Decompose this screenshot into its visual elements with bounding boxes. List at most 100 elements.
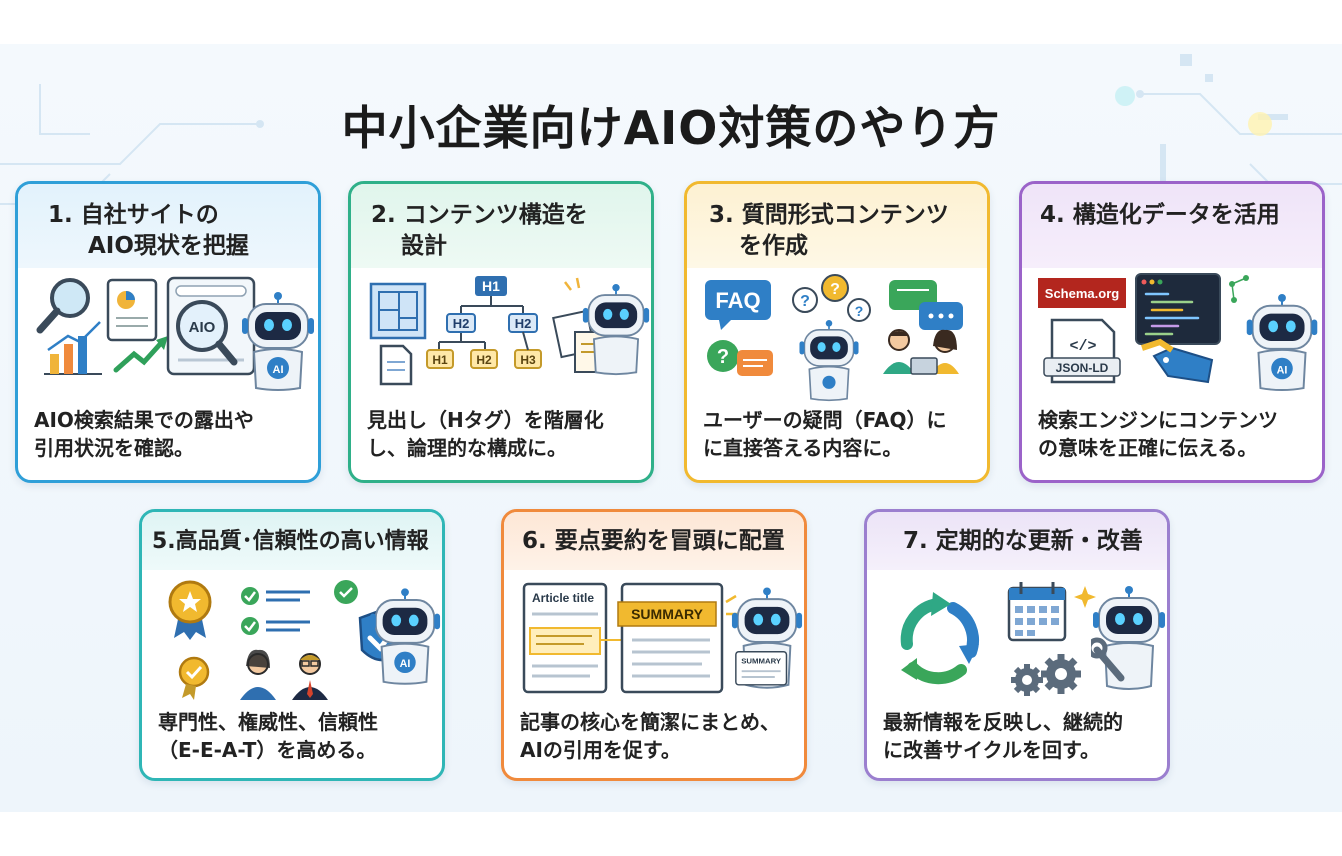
chat-bubbles-icon: [889, 280, 963, 330]
robot-icon: [799, 320, 859, 402]
card-header: 3. 質問形式コンテンツ を作成: [687, 184, 987, 268]
card-title-line: を作成: [739, 233, 808, 259]
small-badge-icon: [178, 656, 210, 700]
desc-line: に直接答える内容に。: [703, 436, 903, 460]
svg-text:AI: AI: [273, 364, 284, 376]
report-doc-icon: [106, 278, 158, 342]
card-title-line: 7. 定期的な更新・改善: [903, 528, 1143, 554]
schema-logo-icon: Schema.org: [1038, 278, 1126, 308]
svg-text:AI: AI: [400, 658, 411, 670]
card-description: AIO検索結果での露出や 引用状況を確認。: [34, 406, 308, 462]
svg-text:?: ?: [855, 303, 864, 319]
step-card-7: 7. 定期的な更新・改善: [864, 509, 1170, 781]
desc-line: （E-E-A-T）を高める。: [158, 738, 377, 762]
card-title-line: 6. 要点要約を冒頭に配置: [522, 528, 785, 554]
card-title-line: 2. コンテンツ構造を: [371, 202, 588, 228]
card-header: 5.高品質･信頼性の高い情報: [142, 512, 442, 570]
svg-text:SUMMARY: SUMMARY: [741, 656, 782, 665]
svg-text:?: ?: [830, 281, 840, 298]
svg-text:Article title: Article title: [532, 591, 594, 605]
desc-line: し、論理的な構成に。: [367, 436, 567, 460]
desc-line: 見出し（Hタグ）を階層化: [367, 408, 604, 432]
desc-line: の意味を正確に伝える。: [1038, 436, 1258, 460]
sparkle-icon: [1074, 586, 1096, 608]
card-title-line: 4. 構造化データを活用: [1040, 202, 1280, 228]
svg-text:?: ?: [800, 293, 810, 310]
step-card-4: 4. 構造化データを活用 Schema.org </> JSON-LD: [1019, 181, 1325, 483]
card-header: 1. 自社サイトの AIO現状を把握: [18, 184, 318, 268]
desc-line: ユーザーの疑問（FAQ）に: [703, 408, 947, 432]
step-card-1: 1. 自社サイトの AIO現状を把握 AIO: [15, 181, 321, 483]
summary-illustration: Article title SUMMARY: [522, 582, 738, 694]
page-title: 中小企業向けAIO対策のやり方: [341, 101, 1001, 155]
calendar-icon: [1007, 582, 1067, 642]
step-card-5: 5.高品質･信頼性の高い情報: [139, 509, 445, 781]
faq-bubble-icon: FAQ: [705, 280, 771, 330]
robot-icon: [582, 284, 650, 376]
card-description: 見出し（Hタグ）を階層化 し、論理的な構成に。: [367, 406, 641, 462]
robot-icon: AI: [242, 292, 314, 391]
robot-icon: AI: [369, 588, 441, 685]
svg-text:JSON-LD: JSON-LD: [1056, 361, 1109, 375]
svg-text:?: ?: [717, 346, 729, 368]
code-editor-icon: [1135, 273, 1221, 345]
card-description: 記事の核心を簡潔にまとめ、 AIの引用を促す。: [520, 708, 794, 764]
robot-icon: AI: [1246, 294, 1318, 392]
card-header: 7. 定期的な更新・改善: [867, 512, 1167, 570]
step-card-2: 2. コンテンツ構造を 設計 H1 H2 H2 H1 H2 H3: [348, 181, 654, 483]
step-card-6: 6. 要点要約を冒頭に配置 Article title SUMMARY: [501, 509, 807, 781]
desc-line: 専門性、権威性、信頼性: [158, 710, 378, 734]
step-card-3: 3. 質問形式コンテンツ を作成 FAQ ? ? ? ?: [684, 181, 990, 483]
svg-text:H1: H1: [432, 353, 448, 367]
award-badge-icon: [168, 580, 212, 640]
desc-line: AIの引用を促す。: [520, 738, 681, 762]
heading-structure-illustration: H1 H2 H2 H1 H2 H3: [369, 276, 610, 386]
check-seal-icon: [334, 580, 358, 604]
svg-text:SUMMARY: SUMMARY: [631, 606, 703, 622]
experts-icon: [240, 649, 328, 700]
card-title-line: 設計: [401, 233, 447, 259]
card-title-line: AIO現状を把握: [88, 233, 249, 259]
card-title-line: 3. 質問形式コンテンツ: [709, 202, 949, 228]
svg-text:H1: H1: [482, 278, 500, 294]
gears-icon: [1011, 654, 1081, 696]
svg-text:H3: H3: [520, 353, 536, 367]
aio-magnifier-icon: AIO: [176, 300, 238, 366]
svg-text:</>: </>: [1069, 338, 1096, 355]
card-header: 6. 要点要約を冒頭に配置: [504, 512, 804, 570]
robot-icon: SUMMARY: [731, 587, 803, 689]
card-title-line: 1. 自社サイトの: [48, 202, 219, 228]
update-cycle-illustration: [900, 582, 1096, 696]
document-icon: [379, 344, 413, 386]
magnifier-icon: [36, 278, 90, 334]
structured-data-illustration: Schema.org </> JSON-LD: [1038, 273, 1249, 384]
wrench-icon: [1091, 637, 1125, 682]
card-description: 専門性、権威性、信頼性 （E-E-A-T）を高める。: [158, 708, 432, 764]
svg-text:Schema.org: Schema.org: [1045, 286, 1119, 301]
card-description: 最新情報を反映し、継続的 に改善サイクルを回す。: [883, 708, 1157, 764]
bar-chart-icon: [44, 321, 102, 375]
trend-arrow-icon: [113, 339, 165, 373]
audit-illustration: AIO: [36, 276, 256, 376]
robot-icon: [1091, 586, 1165, 690]
desc-line: に改善サイクルを回す。: [883, 738, 1100, 762]
card-description: ユーザーの疑問（FAQ）に に直接答える内容に。: [703, 406, 977, 462]
card-header: 2. コンテンツ構造を 設計: [351, 184, 651, 268]
svg-text:AI: AI: [1277, 364, 1288, 376]
card-header: 4. 構造化データを活用: [1022, 184, 1322, 268]
svg-text:H2: H2: [515, 316, 532, 331]
card-description: 検索エンジンにコンテンツ の意味を正確に伝える。: [1038, 406, 1312, 462]
svg-text:H2: H2: [453, 316, 470, 331]
desc-line: 引用状況を確認。: [34, 436, 194, 460]
faq-illustration: FAQ ? ? ? ?: [705, 274, 963, 376]
json-file-icon: </> JSON-LD: [1043, 318, 1121, 384]
svg-text:FAQ: FAQ: [715, 288, 760, 313]
network-nodes-icon: [1229, 275, 1249, 303]
desc-line: AIO検索結果での露出や: [34, 408, 254, 432]
svg-text:H2: H2: [476, 353, 492, 367]
card-title-line: 5.高品質･信頼性の高い情報: [152, 529, 429, 554]
desc-line: 検索エンジンにコンテンツ: [1038, 408, 1278, 432]
people-with-laptop-icon: [883, 329, 959, 375]
article-doc-icon: Article title: [522, 582, 608, 694]
summary-doc-icon: SUMMARY: [617, 582, 724, 694]
